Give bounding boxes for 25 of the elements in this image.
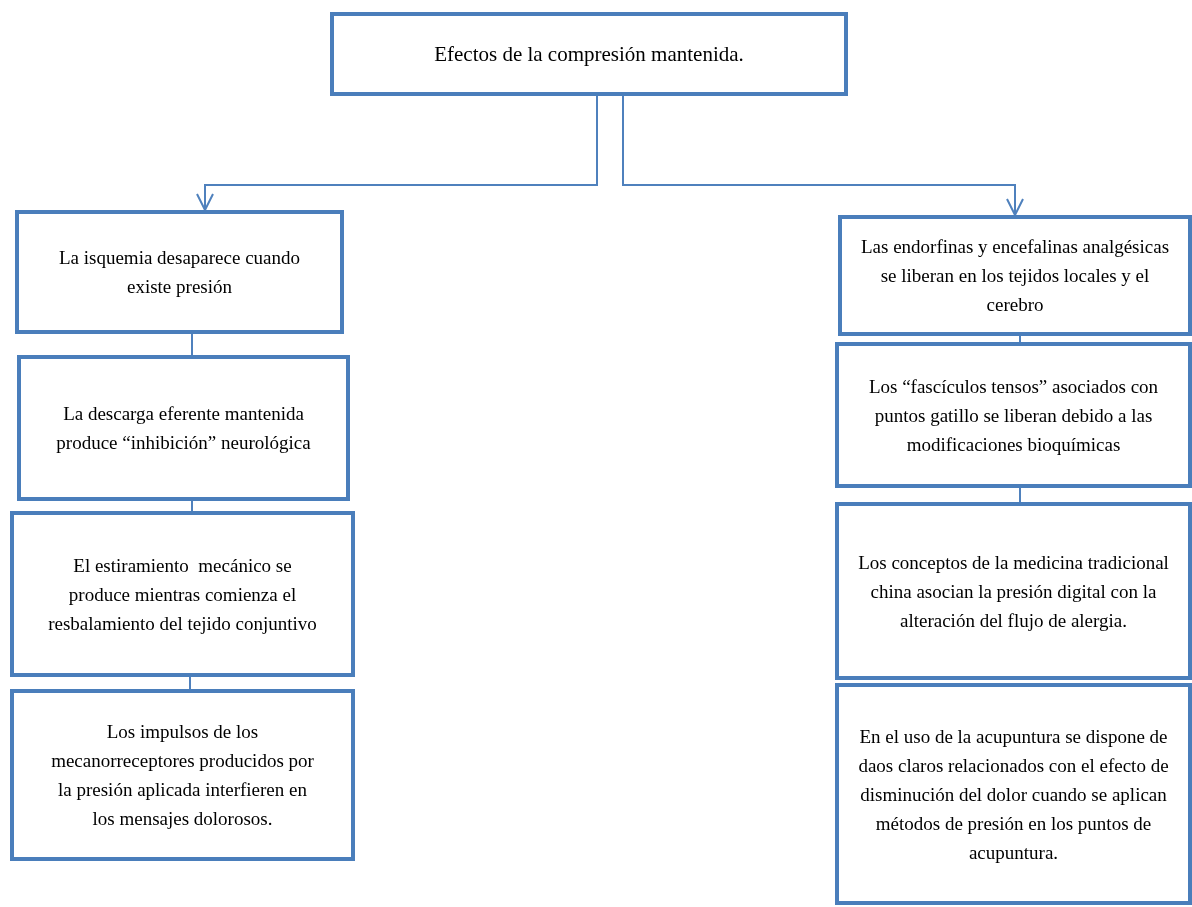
connector (622, 95, 1024, 216)
connector (191, 500, 193, 512)
connector (1019, 487, 1021, 503)
text-box (835, 342, 1192, 488)
connector (1019, 335, 1021, 343)
title-box (330, 12, 848, 96)
box-text: El estiramiento mecánico se produce mientras comienza el resbalamiento del tejido conjuntivo (47, 553, 318, 636)
box-text: Los “fascículos tensos” asociados con puntos gatillo se liberan debido a las modificaciones bioquímicas (867, 374, 1160, 457)
box-text: En el uso de la acupuntura se dispone de daos claros relacionados con el efecto de disminución del dolor cuando se aplican métodos de presión en los puntos de acupuntura. (857, 724, 1170, 865)
text-box (835, 502, 1192, 680)
text-box (10, 511, 355, 677)
text-box (15, 210, 344, 334)
box-text: La isquemia desaparece cuando existe presión (57, 246, 302, 299)
text-box (838, 215, 1192, 336)
connector (191, 333, 193, 356)
text-box (10, 689, 355, 861)
box-text: Los conceptos de la medicina tradicional china asocian la presión digital con la alteración del flujo de alergia. (857, 550, 1170, 633)
text-box (835, 683, 1192, 905)
connector (189, 676, 191, 690)
text-box (17, 355, 350, 501)
box-text: Los impulsos de los mecanorreceptores producidos por la presión aplicada interfieren en los mensajes dolorosos. (50, 720, 315, 831)
box-text: Efectos de la compresión mantenida. (434, 41, 744, 68)
box-text: La descarga eferente mantenida produce “inhibición” neurológica (55, 402, 312, 455)
box-text: Las endorfinas y encefalinas analgésicas se liberan en los tejidos locales y el cerebro (859, 235, 1171, 317)
connector (196, 95, 598, 211)
